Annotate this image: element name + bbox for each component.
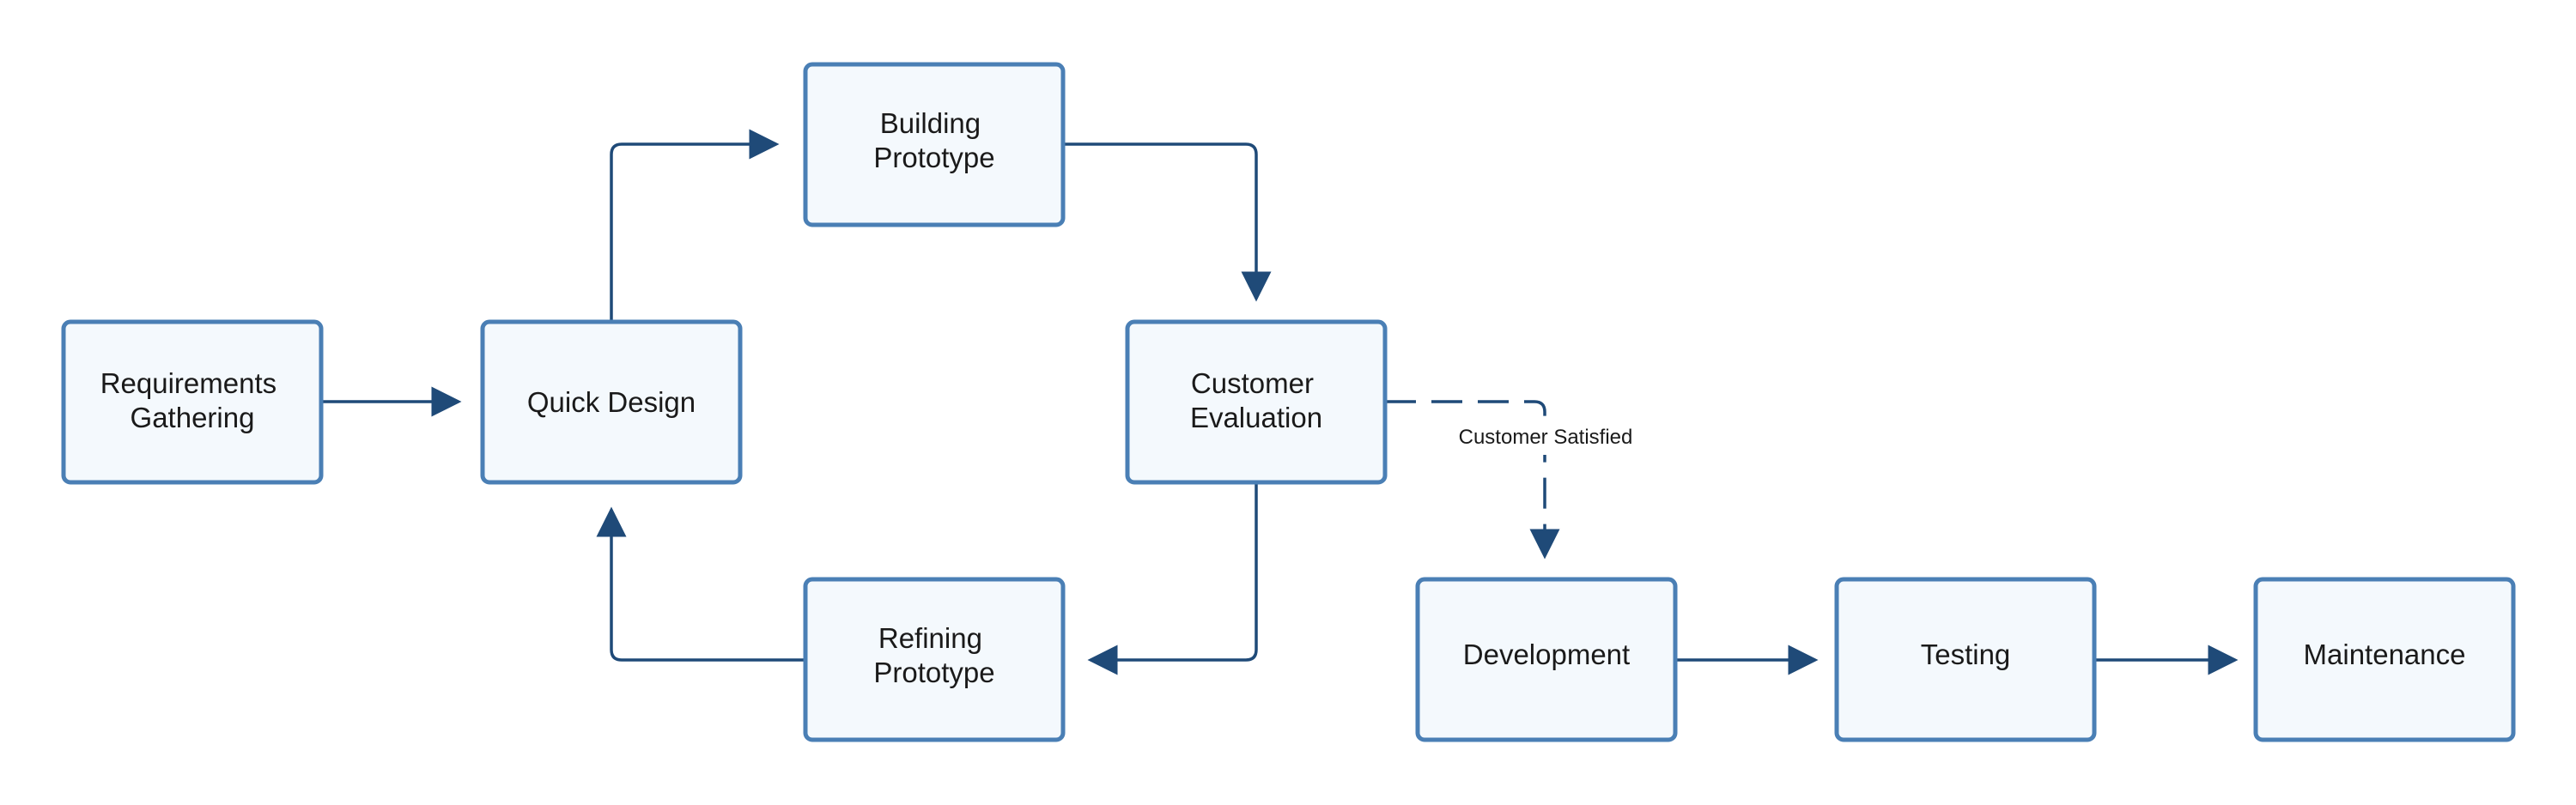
node-label: Maintenance bbox=[2304, 639, 2466, 670]
node-label-line: Evaluation bbox=[1190, 402, 1322, 433]
node-requirements-gathering[interactable]: Requirements Gathering bbox=[61, 319, 324, 485]
node-label-line: Refining bbox=[878, 622, 982, 654]
node-box bbox=[61, 319, 324, 485]
node-label: Requirements Gathering bbox=[100, 367, 285, 433]
node-box bbox=[1834, 577, 2097, 742]
edge-quick-design-to-building-prototype bbox=[610, 129, 780, 322]
node-refining-prototype[interactable]: Refining Prototype bbox=[803, 577, 1066, 742]
node-box bbox=[2253, 577, 2516, 742]
node-development[interactable]: Development bbox=[1415, 577, 1678, 742]
customer-satisfied-label: Customer Satisfied bbox=[1459, 426, 1633, 449]
node-building-prototype[interactable]: Building Prototype bbox=[803, 62, 1066, 227]
node-maintenance[interactable]: Maintenance bbox=[2253, 577, 2516, 742]
node-box bbox=[803, 62, 1066, 227]
node-customer-evaluation[interactable]: Customer Evaluation bbox=[1125, 319, 1388, 485]
node-label: Development bbox=[1463, 639, 1630, 670]
node-label-line: Customer bbox=[1191, 367, 1314, 399]
node-label: Refining Prototype bbox=[873, 622, 994, 688]
nodes: Requirements Gathering Quick Design Buil… bbox=[61, 62, 2516, 742]
node-label: Building Prototype bbox=[873, 107, 994, 173]
node-testing[interactable]: Testing bbox=[1834, 577, 2097, 742]
node-label-line: Building bbox=[880, 107, 981, 139]
edge-customer-evaluation-to-refining-prototype bbox=[1087, 483, 1258, 675]
node-label: Quick Design bbox=[527, 386, 696, 418]
edge-building-prototype-to-customer-evaluation bbox=[1063, 142, 1272, 302]
node-quick-design[interactable]: Quick Design bbox=[480, 319, 743, 485]
node-box bbox=[1125, 319, 1388, 485]
node-label-line: Prototype bbox=[873, 657, 994, 688]
node-box bbox=[480, 319, 743, 485]
node-label-line: Gathering bbox=[131, 402, 255, 433]
node-label-line: Requirements bbox=[100, 367, 276, 399]
node-box bbox=[1415, 577, 1678, 742]
node-box bbox=[803, 577, 1066, 742]
node-label: Customer Evaluation bbox=[1190, 367, 1322, 433]
edges: Customer Satisfied bbox=[323, 129, 2239, 675]
edge-refining-prototype-to-quick-design bbox=[596, 506, 805, 662]
node-label-line: Prototype bbox=[873, 142, 994, 173]
edge-customer-evaluation-to-development bbox=[1385, 400, 1560, 560]
node-label: Testing bbox=[1921, 639, 2011, 670]
edge-label-background bbox=[1453, 419, 1638, 455]
